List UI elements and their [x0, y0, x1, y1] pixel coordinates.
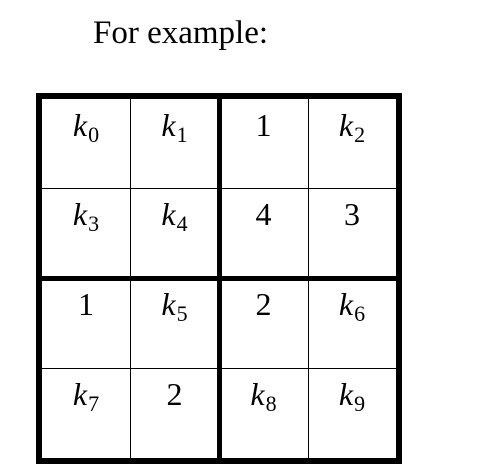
cell-variable: k: [72, 107, 88, 143]
cell-number: 1: [78, 286, 94, 322]
cell-number: 4: [255, 196, 272, 232]
cell-variable: k: [161, 196, 176, 232]
cell-subscript: 6: [354, 301, 366, 326]
grid-cell: 1: [42, 278, 130, 366]
cell-subscript: 9: [354, 391, 366, 416]
cell-subscript: 5: [176, 301, 188, 326]
grid-cell: k7: [42, 368, 130, 456]
grid-cell: k2: [308, 99, 396, 187]
cell-subscript: 7: [88, 391, 100, 416]
cell-number: 3: [344, 196, 360, 232]
thin-horizontal-line: [42, 188, 396, 189]
cell-variable: k: [338, 376, 354, 412]
grid-cell: k4: [130, 188, 219, 276]
cell-variable: k: [72, 376, 88, 412]
grid-cell: 2: [130, 368, 219, 456]
thick-horizontal-line: [42, 276, 396, 281]
cell-variable: k: [161, 286, 176, 322]
grid-cell: k0: [42, 99, 130, 187]
cell-variable: k: [338, 286, 354, 322]
cell-variable: k: [338, 107, 354, 143]
grid-cell: k3: [42, 188, 130, 276]
grid-cell: k5: [130, 278, 219, 366]
cell-number: 2: [166, 376, 183, 412]
grid-cell: k8: [219, 368, 308, 456]
cell-variable: k: [161, 107, 176, 143]
caption: For example:: [93, 15, 269, 51]
cell-number: 2: [255, 286, 272, 322]
cell-subscript: 0: [88, 122, 100, 147]
thin-horizontal-line: [42, 368, 396, 369]
cell-subscript: 1: [176, 122, 188, 147]
grid-cell: k1: [130, 99, 219, 187]
grid-cell: 1: [219, 99, 308, 187]
grid-cell: k9: [308, 368, 396, 456]
grid-cell: k6: [308, 278, 396, 366]
cell-subscript: 3: [88, 211, 100, 236]
cell-subscript: 2: [354, 122, 366, 147]
grid-cell: 2: [219, 278, 308, 366]
cell-subscript: 4: [176, 211, 188, 236]
grid-cell: 4: [219, 188, 308, 276]
grid-cell: 3: [308, 188, 396, 276]
cell-variable: k: [250, 376, 265, 412]
cell-variable: k: [72, 196, 88, 232]
cell-subscript: 8: [265, 391, 277, 416]
cell-number: 1: [255, 107, 272, 143]
